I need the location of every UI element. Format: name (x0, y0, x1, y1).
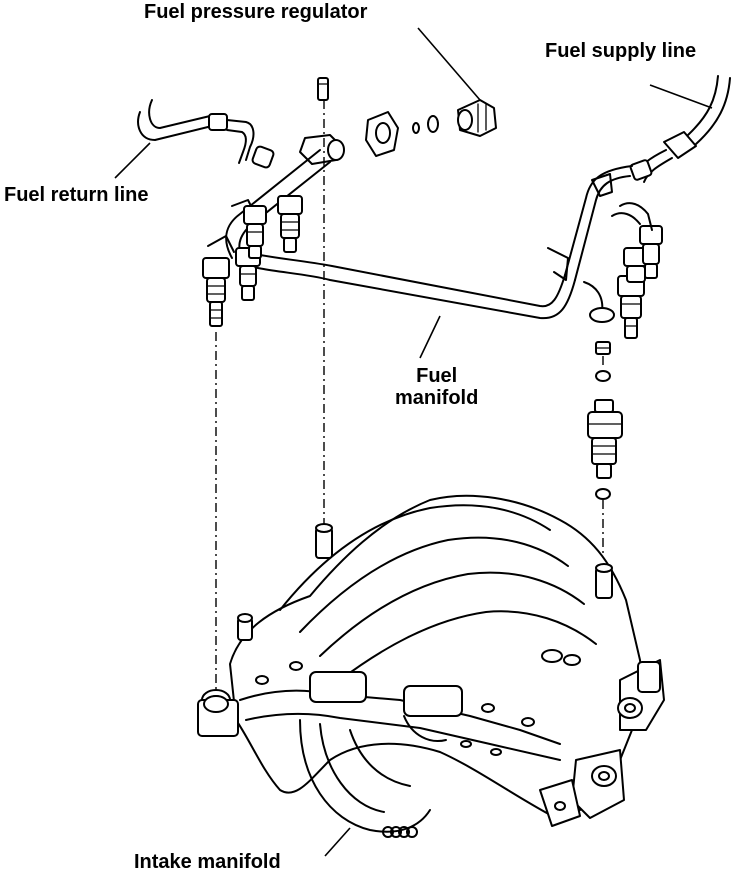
leader-regulator (417, 27, 481, 101)
fuel-manifold-rail (207, 149, 633, 323)
label-fuel-supply-line: Fuel supply line (545, 40, 697, 62)
right-injectors (611, 202, 663, 339)
label-intake-manifold: Intake manifold (134, 851, 281, 873)
injector-right-3 (639, 225, 663, 279)
leader-lines (114, 27, 713, 857)
label-fuel-manifold-line2: manifold (395, 387, 479, 409)
fuel-supply-line (629, 75, 731, 183)
intake-manifold (197, 494, 665, 838)
injector-left-4 (277, 195, 303, 253)
label-fuel-manifold-line1: Fuel (416, 365, 458, 387)
fuel-return-line (137, 99, 275, 169)
leader-intake (324, 827, 351, 857)
fuel-pressure-regulator (299, 77, 497, 165)
injector-right-1 (617, 275, 645, 339)
four-rings-emblem (382, 826, 418, 838)
leader-fuel-manifold (419, 315, 441, 359)
injector-left-1 (202, 257, 230, 327)
label-fuel-pressure-regulator: Fuel pressure regulator (144, 1, 368, 23)
label-fuel-return-line: Fuel return line (4, 184, 149, 206)
exploded-injector (587, 341, 623, 500)
injector-left-3 (243, 205, 267, 259)
label-fuel-manifold: Fuel manifold (395, 365, 478, 409)
leader-supply (649, 84, 713, 109)
left-injectors (202, 195, 303, 327)
leader-return (114, 142, 151, 179)
